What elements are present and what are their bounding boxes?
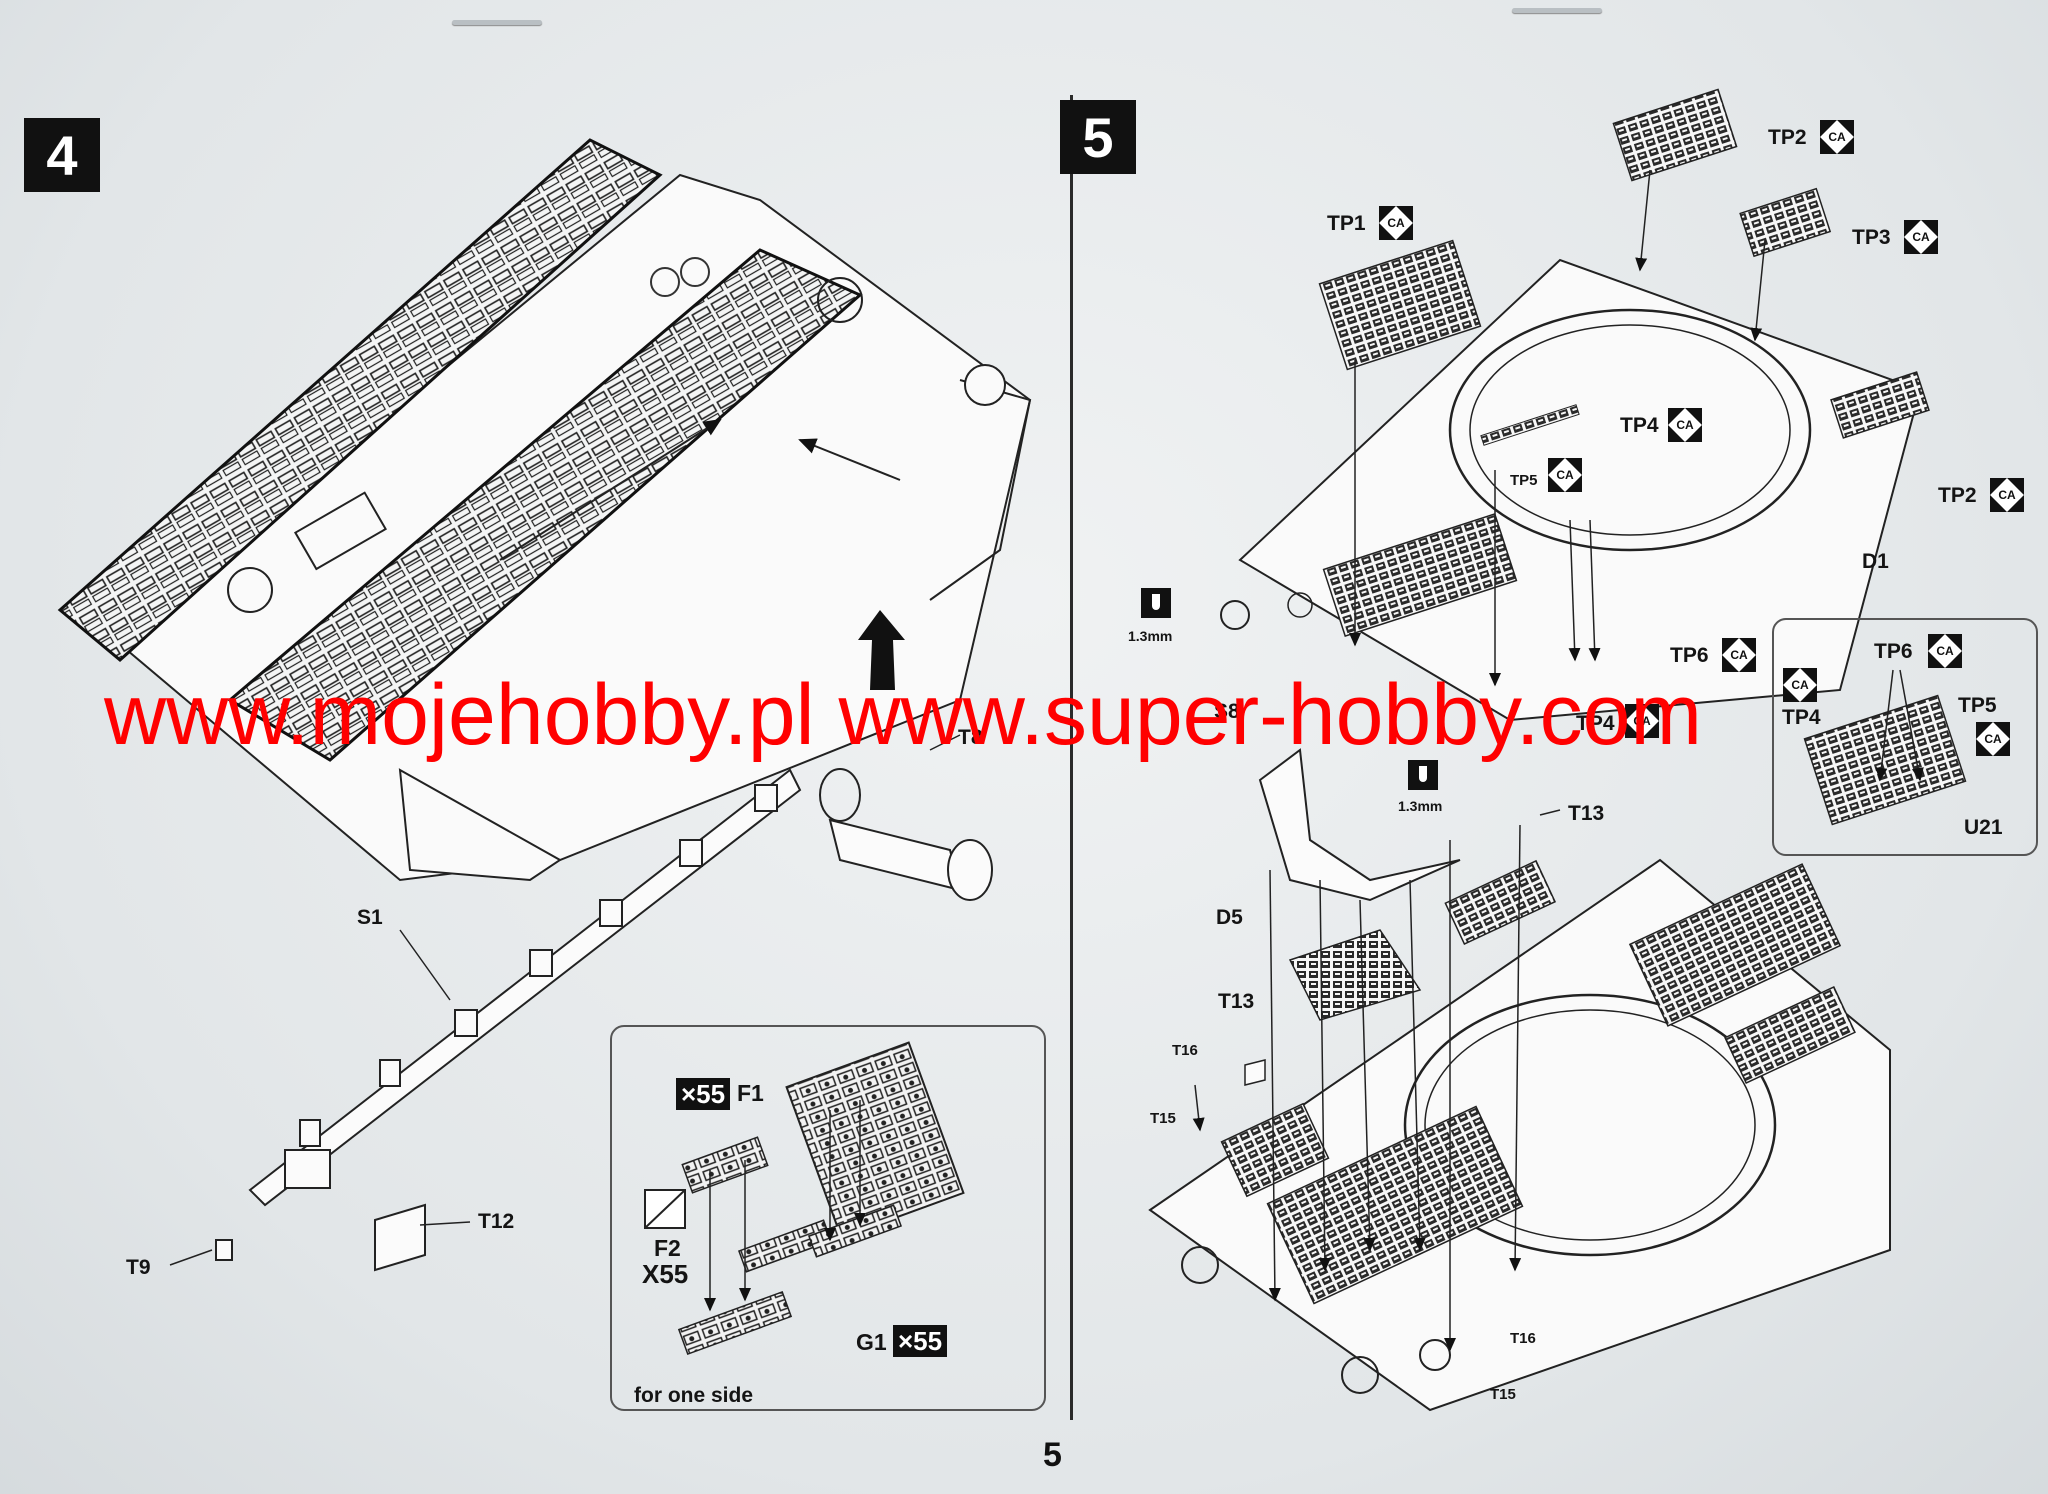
track-assembly-inset — [610, 1025, 1046, 1411]
glue-ca-icon: CA — [1820, 120, 1854, 154]
flip-arrow — [858, 610, 905, 690]
part-label-t13-upper: T13 — [1568, 802, 1605, 825]
part-label-f2: F2 — [654, 1235, 681, 1261]
part-label-g1: G1 — [856, 1329, 887, 1355]
side-skirt-drawing — [169, 734, 993, 1272]
glue-ca-icon: CA — [1976, 722, 2010, 756]
glue-ca-icon: CA — [1625, 704, 1659, 738]
drill-size-label: 1.3mm — [1128, 628, 1173, 644]
part-label-d1: D1 — [1862, 550, 1889, 573]
page-number: 5 — [1043, 1436, 1062, 1474]
f2-quantity: X55 — [642, 1259, 689, 1289]
part-label-d5: D5 — [1216, 906, 1243, 929]
g1-quantity-badge: ×55 — [893, 1325, 948, 1357]
part-label-t15-bottom: T15 — [1490, 1386, 1516, 1403]
step-5-number: 5 — [1060, 100, 1136, 174]
drill-icon — [1408, 760, 1438, 790]
part-label-s8: S8 — [1214, 700, 1240, 723]
part-label-t12: T12 — [478, 1210, 515, 1233]
glue-ca-icon: CA — [1928, 634, 1962, 668]
part-label-tp3: TP3 — [1852, 226, 1891, 249]
step-4-number: 4 — [24, 118, 100, 192]
glue-ca-icon: CA — [1990, 478, 2024, 512]
part-label-t15-left: T15 — [1150, 1110, 1176, 1127]
part-label-t16-left: T16 — [1172, 1042, 1198, 1059]
glue-ca-icon: CA — [1379, 206, 1413, 240]
part-label-tp5: TP5 — [1510, 472, 1538, 489]
part-label-f1: F1 — [737, 1080, 764, 1106]
part-label-u21: U21 — [1964, 816, 2003, 839]
u21-detail-drawing — [1803, 669, 1967, 826]
drill-icon — [1141, 588, 1171, 618]
binder-clip — [1512, 8, 1602, 13]
part-label-tp4: TP4 — [1620, 414, 1659, 437]
part-label-t9: T9 — [126, 1256, 151, 1279]
binder-clip — [452, 20, 542, 25]
part-label-tp2-top: TP2 — [1768, 126, 1807, 149]
part-label-tp6: TP6 — [1670, 644, 1709, 667]
part-label-s1: S1 — [357, 906, 383, 929]
part-label-t8: T8 — [958, 726, 983, 749]
glue-ca-icon: CA — [1722, 638, 1756, 672]
glue-ca-icon: CA — [1548, 458, 1582, 492]
part-label-tp4-lower: TP4 — [1576, 712, 1615, 735]
inset-caption: for one side — [634, 1384, 754, 1407]
glue-ca-icon: CA — [1904, 220, 1938, 254]
part-label-tp1: TP1 — [1327, 212, 1366, 235]
glue-ca-icon: CA — [1668, 408, 1702, 442]
glue-ca-icon: CA — [1783, 668, 1817, 702]
part-label-tp4-inset: TP4 — [1782, 706, 1821, 729]
part-label-tp6-inset: TP6 — [1874, 640, 1913, 663]
part-label-tp5-inset: TP5 — [1958, 694, 1997, 717]
watermark-text: www.mojehobby.pl www.super-hobby.com — [104, 667, 1703, 763]
hull-drawing — [57, 138, 1032, 882]
part-label-t16-bottom: T16 — [1510, 1330, 1536, 1347]
f1-quantity-badge: ×55 — [676, 1078, 731, 1110]
track-link-drawing — [644, 1041, 965, 1355]
page-fold-line — [1070, 95, 1073, 1420]
part-label-tp2-right: TP2 — [1938, 484, 1977, 507]
lower-hull-drawing — [1148, 748, 1891, 1412]
u21-detail-inset — [1772, 618, 2038, 856]
drill-size-label: 1.3mm — [1398, 798, 1443, 814]
part-label-t13-lower: T13 — [1218, 990, 1255, 1013]
